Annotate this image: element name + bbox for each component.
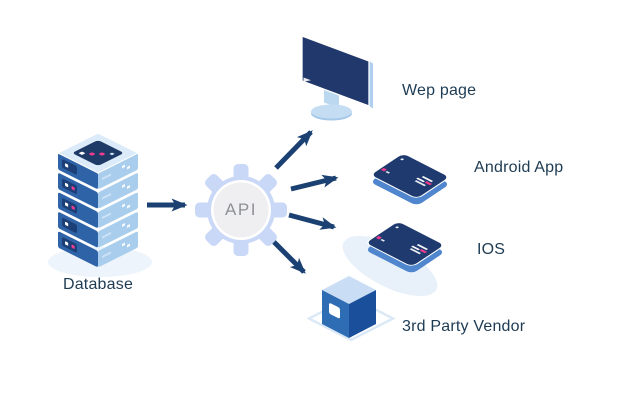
ios-smartphone-icon [342,220,446,297]
server-stack-icon [48,132,152,277]
api-label: API [225,200,257,219]
database-label: Database [62,276,134,293]
third-party-vendor-label: 3rd Party Vendor [402,318,526,335]
arrow-api-to-web [274,130,313,170]
arrow-api-to-android [290,174,339,192]
monitor-icon [301,35,373,121]
android-app-label: Android App [474,159,564,176]
web-page-label: Wep page [402,82,477,99]
gear-icon [195,164,287,256]
ios-label: IOS [477,241,506,258]
cube-icon [306,276,396,342]
arrow-api-to-ios [288,212,337,230]
arrow-api-to-vendor [269,237,306,274]
arrows [147,130,339,274]
ios-glow [342,235,438,297]
android-smartphone-icon [369,152,451,207]
